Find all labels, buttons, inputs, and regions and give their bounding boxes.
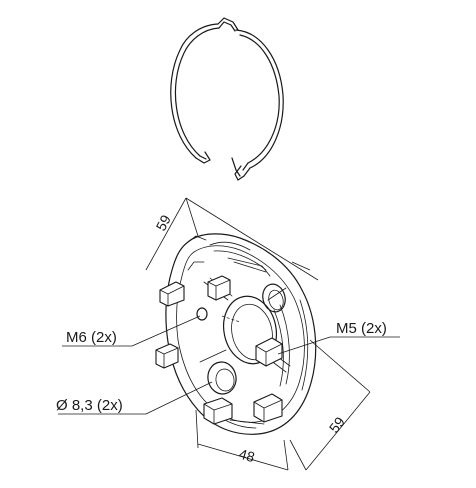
dim-top-width: 59 bbox=[153, 212, 175, 233]
lug-top-left bbox=[159, 281, 185, 307]
label-diameter: Ø 8,3 (2x) bbox=[56, 397, 123, 414]
dimension-lines bbox=[145, 197, 371, 471]
adapter-plate bbox=[155, 233, 317, 435]
label-m5: M5 (2x) bbox=[336, 320, 387, 337]
leader-lines bbox=[58, 315, 400, 415]
dim-right-height: 59 bbox=[326, 414, 348, 436]
label-m6: M6 (2x) bbox=[66, 329, 117, 346]
lug-top-center bbox=[207, 275, 231, 301]
dim-bottom-width: 48 bbox=[237, 446, 257, 466]
lug-right bbox=[255, 337, 283, 367]
lug-bottom-right bbox=[253, 393, 283, 423]
lug-left bbox=[155, 343, 179, 369]
lug-bottom-left bbox=[203, 397, 233, 425]
spring-clip bbox=[170, 17, 284, 181]
